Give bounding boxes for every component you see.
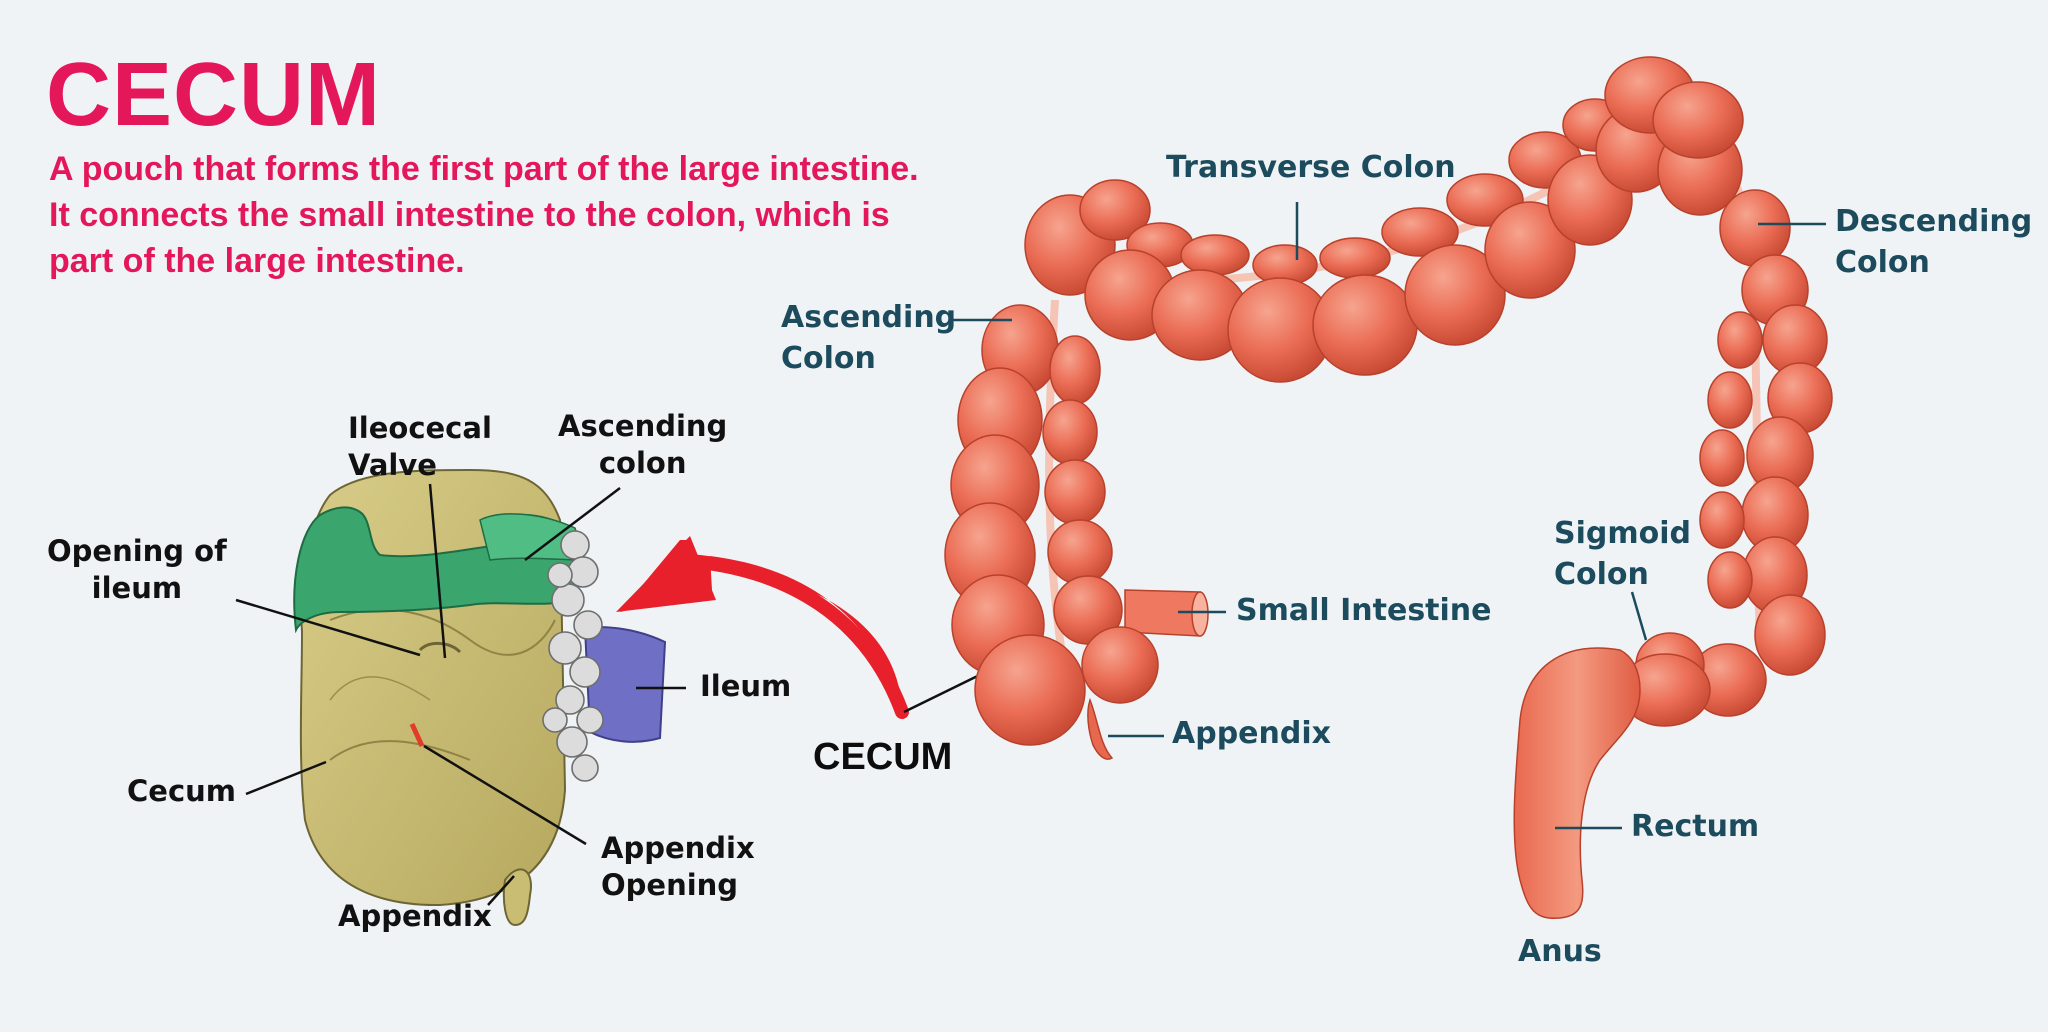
description-line-3: part of the large intestine.	[49, 242, 465, 280]
label-opening-of-ileum-line-1: Opening of	[47, 534, 227, 568]
label-cecum: Cecum	[127, 774, 237, 808]
rectum	[1513, 647, 1641, 919]
appendix	[1087, 697, 1114, 760]
label-descending-colon-line-1: Descending	[1835, 204, 2033, 239]
label-ascending-colon-line-1: Ascending	[781, 300, 957, 335]
label-appendix-detail: Appendix	[338, 899, 492, 933]
label-sigmoid-colon-line-1: Sigmoid	[1554, 516, 1691, 551]
label-small-intestine: Small Intestine	[1236, 593, 1492, 628]
label-ileum: Ileum	[700, 669, 792, 703]
large-intestine-drawing	[944, 56, 1833, 919]
label-opening-of-ileum: Opening of ileum	[47, 533, 227, 607]
label-appendix-opening-line-2: Opening	[601, 868, 739, 903]
label-ileocecal-valve-line-1: Ileocecal	[348, 411, 492, 445]
label-appendix-opening: Appendix Opening	[601, 830, 755, 904]
label-ascending-colon-line-2: Colon	[781, 340, 876, 376]
label-sigmoid-colon: Sigmoid Colon	[1554, 514, 1691, 595]
label-opening-of-ileum-line-2: ileum	[91, 571, 183, 606]
arrow-label-cecum: CECUM	[813, 736, 953, 778]
cecum-pouch-colon	[974, 634, 1086, 746]
cecum-detail-drawing	[293, 468, 667, 927]
page-title: CECUM	[46, 45, 381, 145]
label-rectum: Rectum	[1631, 809, 1760, 844]
description-line-1: A pouch that forms the first part of the…	[49, 150, 919, 188]
label-ileocecal-valve: Ileocecal Valve	[348, 410, 492, 484]
colon-leader-lines	[953, 202, 1826, 830]
label-ascending-colon-detail: Ascending colon	[558, 408, 727, 482]
label-ascending-colon-detail-line-2: colon	[598, 446, 687, 481]
label-ascending-colon: Ascending Colon	[781, 298, 956, 379]
label-ileocecal-valve-line-2: Valve	[348, 448, 437, 483]
detail-leader-lines	[235, 483, 686, 906]
description-line-2: It connects the small intestine to the c…	[49, 196, 890, 234]
ileum-tube	[583, 626, 667, 743]
label-appendix: Appendix	[1172, 716, 1331, 751]
label-descending-colon: Descending Colon	[1835, 202, 2032, 283]
label-transverse-colon: Transverse Colon	[1166, 150, 1456, 185]
label-anus: Anus	[1518, 934, 1602, 969]
label-sigmoid-colon-line-2: Colon	[1554, 556, 1649, 592]
label-ascending-colon-detail-line-1: Ascending	[558, 409, 728, 443]
appendix-tail	[502, 868, 532, 927]
label-appendix-opening-line-1: Appendix	[601, 831, 755, 865]
label-descending-colon-line-2: Colon	[1835, 244, 1930, 280]
